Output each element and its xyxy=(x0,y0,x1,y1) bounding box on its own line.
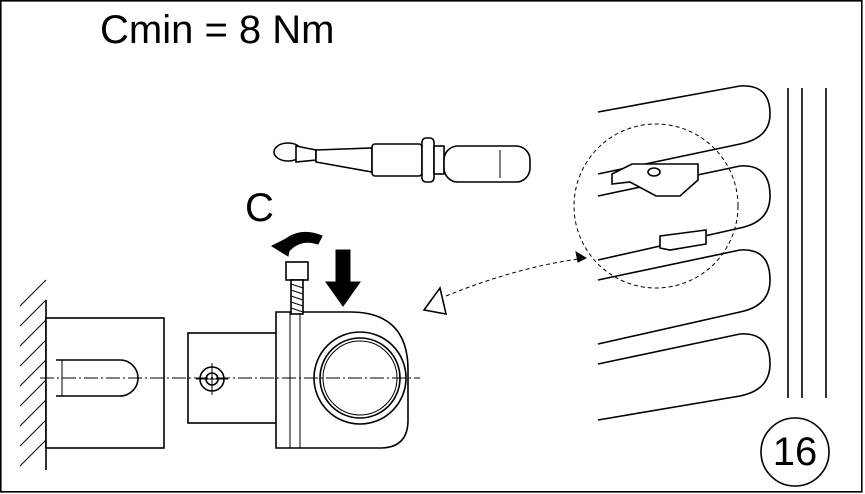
detail-triangle-icon xyxy=(422,286,448,316)
torque-wrench-icon xyxy=(273,137,531,220)
wall-hatching xyxy=(19,279,47,470)
detail-leader-line xyxy=(445,257,587,297)
wall-bracket xyxy=(45,317,165,449)
detail-magnifier xyxy=(573,123,739,289)
step-number: 16 xyxy=(772,430,818,474)
rotation-direction-label: C xyxy=(245,186,274,230)
clamp-screw xyxy=(285,261,309,315)
step-badge-circle xyxy=(760,417,830,487)
down-arrow-icon xyxy=(325,249,361,307)
clamp-body xyxy=(275,311,409,449)
rotation-arrow-icon xyxy=(270,231,323,257)
torque-value-label: Cmin = 8 Nm xyxy=(100,8,335,52)
detail-leader-arrowhead xyxy=(575,250,588,263)
radiator-tubes xyxy=(597,85,827,421)
